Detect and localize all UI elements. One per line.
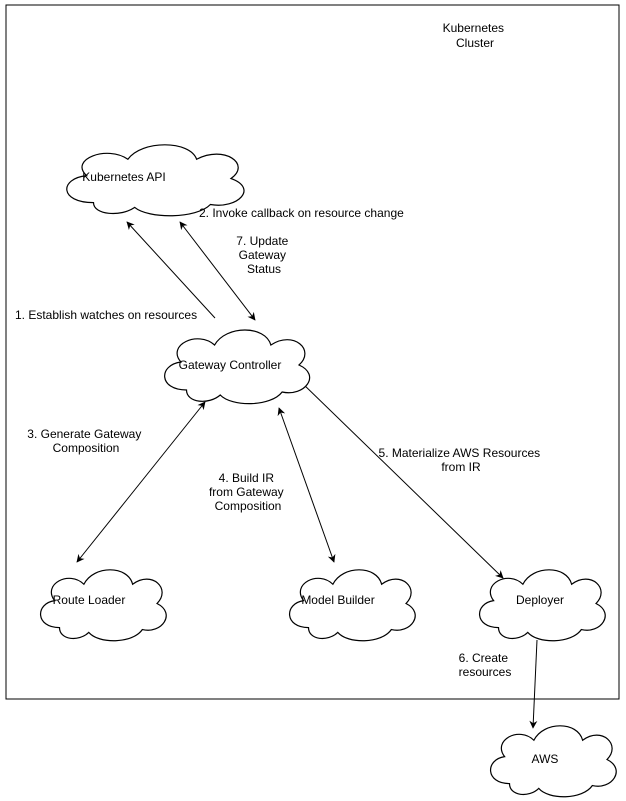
edge-label-2: 2. Invoke callback on resource change xyxy=(199,206,404,220)
edge-label-1: 1. Establish watches on resources xyxy=(15,308,197,322)
edge-label-4: 4. Build IR from Gateway Composition xyxy=(209,471,287,513)
node-route-loader: Route Loader xyxy=(41,570,167,641)
node-label-model-builder: Model Builder xyxy=(301,593,374,607)
edge-label-5: 5. Materialize AWS Resources from IR xyxy=(379,446,544,474)
edge-generate-composition xyxy=(76,401,206,563)
edge-label-7: 7. Update Gateway Status xyxy=(236,234,291,276)
node-aws: AWS xyxy=(491,726,617,797)
edge-label-3: 3. Generate Gateway Composition xyxy=(27,427,144,455)
edge-materialize-aws xyxy=(299,380,504,579)
node-label-aws: AWS xyxy=(532,752,559,766)
node-gateway-controller: Gateway Controller xyxy=(165,330,310,404)
node-label-route-loader: Route Loader xyxy=(53,593,126,607)
node-model-builder: Model Builder xyxy=(290,570,416,641)
node-deployer: Deployer xyxy=(480,570,606,641)
node-label-gateway-controller: Gateway Controller xyxy=(179,358,282,372)
cluster-label: Kubernetes Cluster xyxy=(443,21,508,50)
edge-create-resources xyxy=(529,639,538,729)
edge-label-6: 6. Create resources xyxy=(459,651,512,679)
node-kubernetes-api: Kubernetes API xyxy=(67,145,244,216)
node-label-deployer: Deployer xyxy=(516,593,564,607)
edge-invoke-callback xyxy=(179,221,256,321)
node-label-kubernetes-api: Kubernetes API xyxy=(82,170,165,184)
